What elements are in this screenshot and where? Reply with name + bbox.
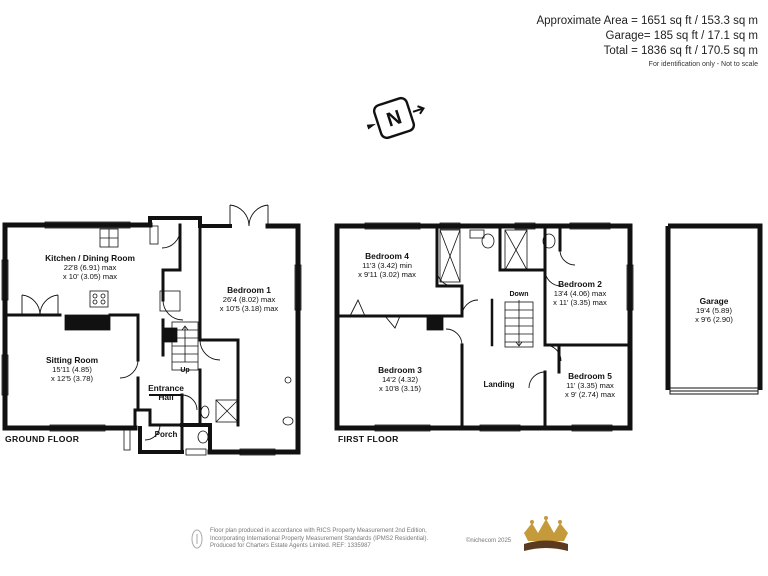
entrance-hall-line2: Hall [158,392,174,402]
bedroom-5-dim1: 11' (3.35) max [566,381,614,390]
bedroom-3-dim2: x 10'8 (3.15) [379,384,421,393]
crown-logo-icon [524,516,568,551]
ground-floor-fixtures [64,225,294,444]
bedroom-4-dim1: 11'3 (3.42) min [362,261,412,270]
compass-letter: N [384,106,405,131]
garage-dim1: 19'4 (5.89) [695,306,733,315]
ground-floor-windows [1,221,302,456]
first-floor-walls [334,223,633,431]
ground-floor-doors [21,204,269,441]
north-compass-icon: N [366,96,426,140]
sitting-room-label: Sitting Room 15'11 (4.85) x 12'5 (3.78) [45,355,99,384]
bedroom-5-dim2: x 9' (2.74) max [565,390,615,399]
entrance-hall-line1: Entrance [148,383,184,393]
garage-label: Garage 19'4 (5.89) x 9'6 (2.90) [695,296,733,325]
bedroom-4-name: Bedroom 4 [365,251,409,261]
garage-name: Garage [699,296,729,306]
bedroom-3-dim1: 14'2 (4.32) [381,375,419,384]
measurement-badge-icon [191,529,203,549]
bedroom-2-name: Bedroom 2 [558,279,602,289]
bedroom-2-dim1: 13'4 (4.06) max [553,289,607,298]
ground-floor-label: GROUND FLOOR [5,434,80,444]
bedroom-3-label: Bedroom 3 14'2 (4.32) x 10'8 (3.15) [378,365,422,394]
first-floor-windows [364,222,634,432]
scale-note: For identification only - Not to scale [648,61,758,68]
bedroom-4-label: Bedroom 4 11'3 (3.42) min x 9'11 (3.02) … [358,251,416,280]
first-floor-fixtures [426,229,556,348]
sitting-room-dim2: x 12'5 (3.78) [51,374,93,383]
first-floor-doors [349,249,576,389]
porch-label: Porch [154,430,178,439]
footer-line-3: Produced for Charters Estate Agents Limi… [210,543,371,549]
bedroom-1-name: Bedroom 1 [227,285,271,295]
footer-line-1: Floor plan produced in accordance with R… [210,528,427,534]
stairs-down-label: Down [509,291,529,298]
kitchen-dim2: x 10' (3.05) max [62,272,118,281]
bedroom-3-name: Bedroom 3 [378,365,422,375]
sitting-room-dim1: 15'11 (4.85) [52,365,92,374]
bedroom-1-dim2: x 10'5 (3.18) max [219,304,279,313]
kitchen-dining-name: Kitchen / Dining Room [45,253,135,263]
bedroom-1-dim1: 26'4 (8.02) max [222,295,276,304]
footer-text: Floor plan produced in accordance with R… [210,528,428,551]
bedroom-5-label: Bedroom 5 11' (3.35) max x 9' (2.74) max [565,371,615,400]
kitchen-dim1: 22'8 (6.91) max [63,263,117,272]
approximate-area: Approximate Area = 1651 sq ft / 153.3 sq… [536,15,758,27]
bedroom-2-label: Bedroom 2 13'4 (4.06) max x 11' (3.35) m… [553,279,607,308]
first-floor-label: FIRST FLOOR [338,434,399,444]
garage-area: Garage= 185 sq ft / 17.1 sq m [605,30,758,42]
footer-line-2: Incorporating International Property Mea… [210,535,429,542]
landing-label: Landing [483,380,515,389]
garage-walls [665,223,763,395]
bedroom-2-dim2: x 11' (3.35) max [553,298,607,307]
entrance-hall-label: Entrance Hall [148,384,184,402]
total-area: Total = 1836 sq ft / 170.5 sq m [603,45,758,57]
garage-dim2: x 9'6 (2.90) [695,315,733,324]
area-summary: Approximate Area = 1651 sq ft / 153.3 sq… [536,14,758,59]
stairs-up-label: Up [180,367,190,374]
copyright-text: ©nichecom 2025 [466,538,512,544]
bedroom-5-name: Bedroom 5 [568,371,612,381]
sitting-room-name: Sitting Room [45,355,99,365]
bedroom-1-label: Bedroom 1 26'4 (8.02) max x 10'5 (3.18) … [219,285,279,314]
bedroom-4-dim2: x 9'11 (3.02) max [358,270,416,279]
kitchen-dining-label: Kitchen / Dining Room 22'8 (6.91) max x … [45,253,135,282]
